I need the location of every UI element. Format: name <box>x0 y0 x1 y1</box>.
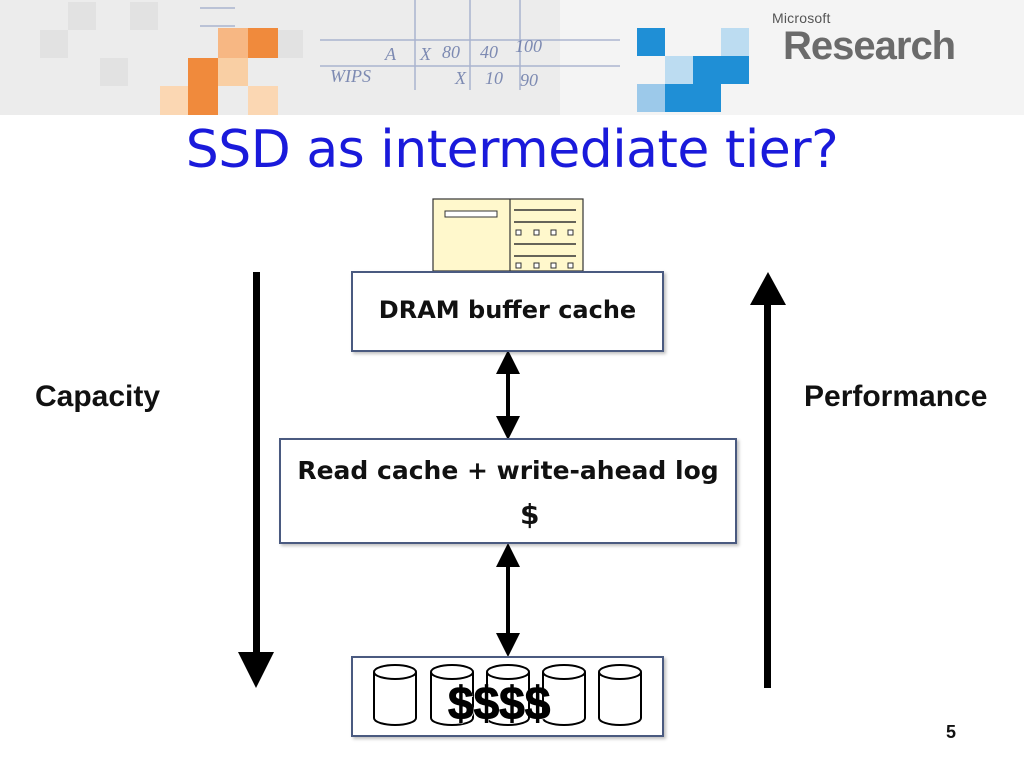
svg-text:90: 90 <box>520 70 538 90</box>
database-page-icon <box>432 198 584 272</box>
performance-label: Performance <box>804 380 988 413</box>
svg-text:40: 40 <box>480 42 498 62</box>
dram-label: DRAM buffer cache <box>378 296 637 324</box>
performance-arrow <box>750 272 786 688</box>
ssd-tier-box <box>279 438 737 544</box>
disk-array <box>373 664 642 726</box>
svg-text:80: 80 <box>442 42 460 62</box>
slide-title: SSD as intermediate tier? <box>185 120 839 180</box>
svg-text:WIPS: WIPS <box>330 66 371 86</box>
svg-text:10: 10 <box>485 68 503 88</box>
page-number: 5 <box>946 722 957 742</box>
slide-banner: A X 80 40 100 X 10 90 WIPS Microsoft Research <box>0 0 1024 115</box>
dram-buffer-cache-box <box>351 271 664 352</box>
disk-cylinder-icon <box>542 664 586 726</box>
svg-text:100: 100 <box>515 36 542 56</box>
svg-text:X: X <box>419 44 432 64</box>
banner-graphic: A X 80 40 100 X 10 90 WIPS <box>0 0 1024 115</box>
capacity-label: Capacity <box>35 380 161 413</box>
disk-tier-box <box>351 656 664 737</box>
ssd-cost: $ <box>520 498 540 531</box>
svg-text:X: X <box>454 68 467 88</box>
disk-cylinder-icon <box>430 664 474 726</box>
disk-cylinder-icon <box>486 664 530 726</box>
disk-cylinder-icon <box>373 664 417 726</box>
logo-microsoft: Microsoft <box>772 10 831 26</box>
ssd-label: Read cache + write-ahead log <box>297 456 719 485</box>
logo-research: Research <box>783 24 956 68</box>
capacity-arrow <box>238 272 274 688</box>
svg-text:A: A <box>384 44 397 64</box>
disk-cost: $$$$ <box>447 677 551 730</box>
disk-cylinder-icon <box>598 664 642 726</box>
